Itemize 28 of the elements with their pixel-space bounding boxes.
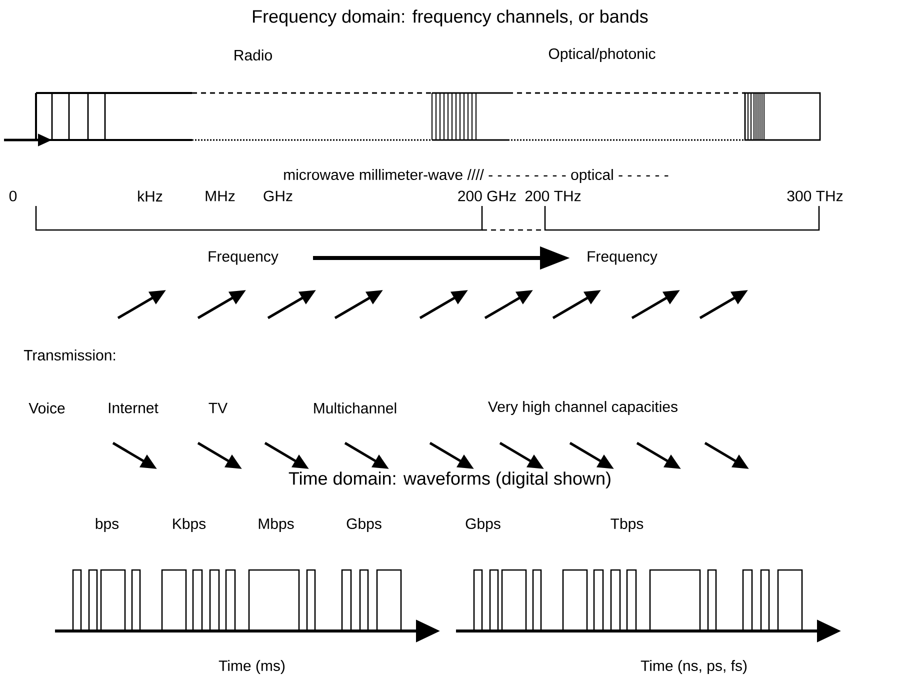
service-label: Internet [108, 402, 158, 414]
band-label: Optical/photonic [548, 48, 656, 62]
section-label: Transmission: [24, 350, 116, 360]
heading: Frequency domain: frequency channels, or bands [253, 10, 648, 26]
rate-label: Kbps [173, 518, 206, 532]
axis-label: Frequency [588, 251, 658, 265]
rate-label: Mbps [258, 518, 294, 532]
service-label: Very high channel capacities [488, 401, 678, 415]
tick-label: kHz [138, 190, 162, 202]
tick-label: 0 [9, 190, 17, 202]
heading: Time domain: waveforms (digital shown) [288, 472, 610, 488]
tick-label: 200 THz [525, 190, 581, 202]
axis-label: Time (ms) [218, 660, 285, 674]
band-label: Radio [234, 50, 272, 60]
tick-label: GHz [264, 190, 292, 202]
band-label: microwave millimeter-wave //// - - - - - - - - - optical - - - - - - [284, 169, 668, 183]
rate-label: Gbps [466, 518, 500, 532]
tick-label: 300 THz [787, 190, 843, 202]
tick-label: 200 GHz [458, 190, 516, 202]
rate-label: bps [96, 518, 119, 532]
axis-label: Time (ns, ps, fs) [640, 660, 747, 674]
service-label: Voice [28, 402, 65, 414]
service-label: Multichannel [314, 402, 396, 414]
service-label: TV [208, 402, 228, 414]
axis-label: Frequency [208, 251, 278, 265]
tick-label: MHz [206, 190, 235, 202]
rate-label: Gbps [346, 518, 382, 532]
rate-label: Tbps [610, 518, 644, 532]
